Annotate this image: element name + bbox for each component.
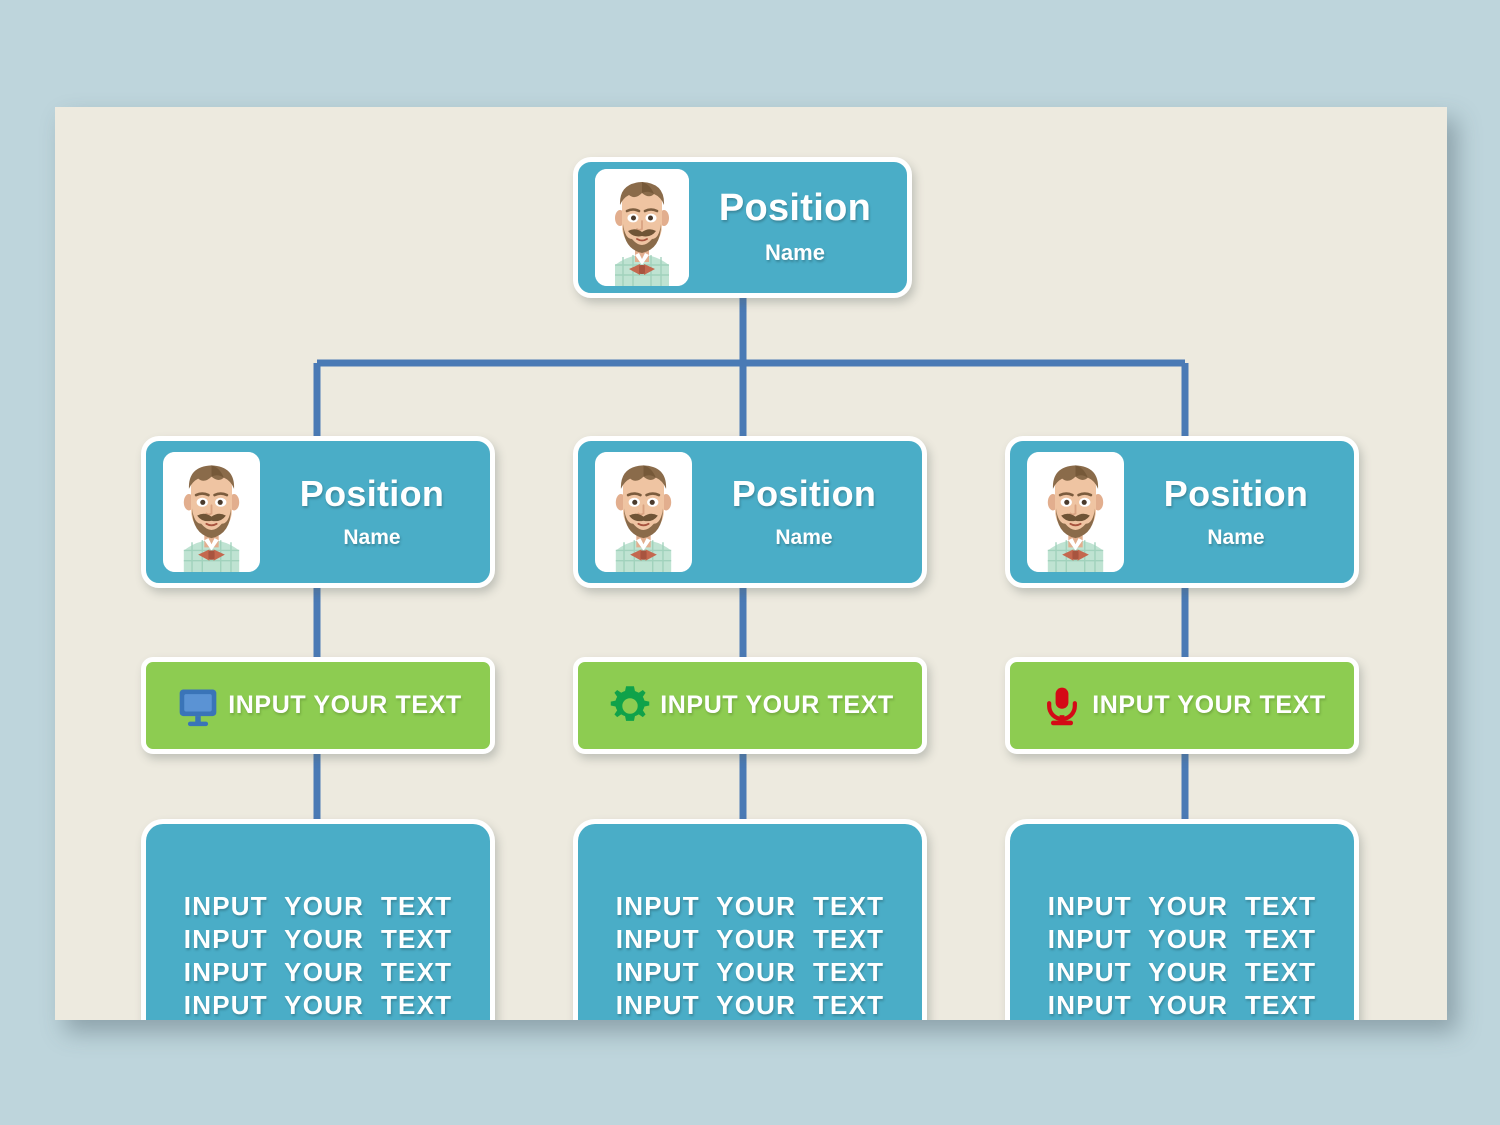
action-bar-1[interactable]: INPUT YOUR TEXT	[141, 657, 495, 754]
org-card-branch-3[interactable]: Position Name	[1005, 436, 1359, 588]
action-bar-label: INPUT YOUR TEXT	[660, 691, 894, 719]
bearded-man-avatar	[163, 452, 260, 572]
panel-line: INPUT YOUR TEXT	[1047, 891, 1317, 921]
panel-line: INPUT YOUR TEXT	[183, 924, 453, 955]
action-bar-label: INPUT YOUR TEXT	[228, 691, 462, 719]
connector-lines	[313, 298, 1189, 822]
position-label: Position	[718, 187, 872, 230]
person-text-block: Position Name	[692, 475, 922, 549]
microphone-icon	[1036, 680, 1088, 732]
panel-line: INPUT YOUR TEXT	[1047, 990, 1317, 1020]
monitor-icon	[172, 680, 224, 732]
org-card-root[interactable]: Position Name	[573, 157, 912, 298]
avatar	[163, 452, 260, 572]
panel-line: INPUT YOUR TEXT	[615, 957, 885, 988]
action-bar-3[interactable]: INPUT YOUR TEXT	[1005, 657, 1359, 754]
text-panel-1[interactable]: INPUT YOUR TEXT INPUT YOUR TEXT INPUT YO…	[141, 819, 495, 1020]
name-label: Name	[765, 240, 825, 266]
org-card-branch-2[interactable]: Position Name	[573, 436, 927, 588]
panel-line: INPUT YOUR TEXT	[615, 990, 885, 1020]
panel-line: INPUT YOUR TEXT	[615, 924, 885, 955]
person-text-block: Position Name	[689, 189, 907, 265]
position-label: Position	[731, 473, 877, 515]
name-label: Name	[1207, 525, 1265, 549]
action-bar-label: INPUT YOUR TEXT	[1092, 691, 1326, 719]
panel-line: INPUT YOUR TEXT	[183, 990, 453, 1020]
position-label: Position	[1163, 473, 1309, 515]
name-label: Name	[775, 525, 833, 549]
person-text-block: Position Name	[260, 475, 490, 549]
avatar	[595, 452, 692, 572]
text-panel-3[interactable]: INPUT YOUR TEXT INPUT YOUR TEXT INPUT YO…	[1005, 819, 1359, 1020]
panel-line: INPUT YOUR TEXT	[183, 891, 453, 921]
avatar	[1027, 452, 1124, 572]
panel-line: INPUT YOUR TEXT	[183, 957, 453, 988]
gear-icon	[604, 680, 656, 732]
person-text-block: Position Name	[1124, 475, 1354, 549]
text-panel-2[interactable]: INPUT YOUR TEXT INPUT YOUR TEXT INPUT YO…	[573, 819, 927, 1020]
name-label: Name	[343, 525, 401, 549]
bearded-man-avatar	[595, 169, 689, 286]
panel-line: INPUT YOUR TEXT	[1047, 957, 1317, 988]
org-card-branch-1[interactable]: Position Name	[141, 436, 495, 588]
bearded-man-avatar	[595, 452, 692, 572]
slide-canvas: Position Name	[55, 107, 1447, 1020]
avatar	[595, 169, 689, 286]
panel-line: INPUT YOUR TEXT	[615, 891, 885, 921]
bearded-man-avatar	[1027, 452, 1124, 572]
action-bar-2[interactable]: INPUT YOUR TEXT	[573, 657, 927, 754]
panel-line: INPUT YOUR TEXT	[1047, 924, 1317, 955]
position-label: Position	[299, 473, 445, 515]
